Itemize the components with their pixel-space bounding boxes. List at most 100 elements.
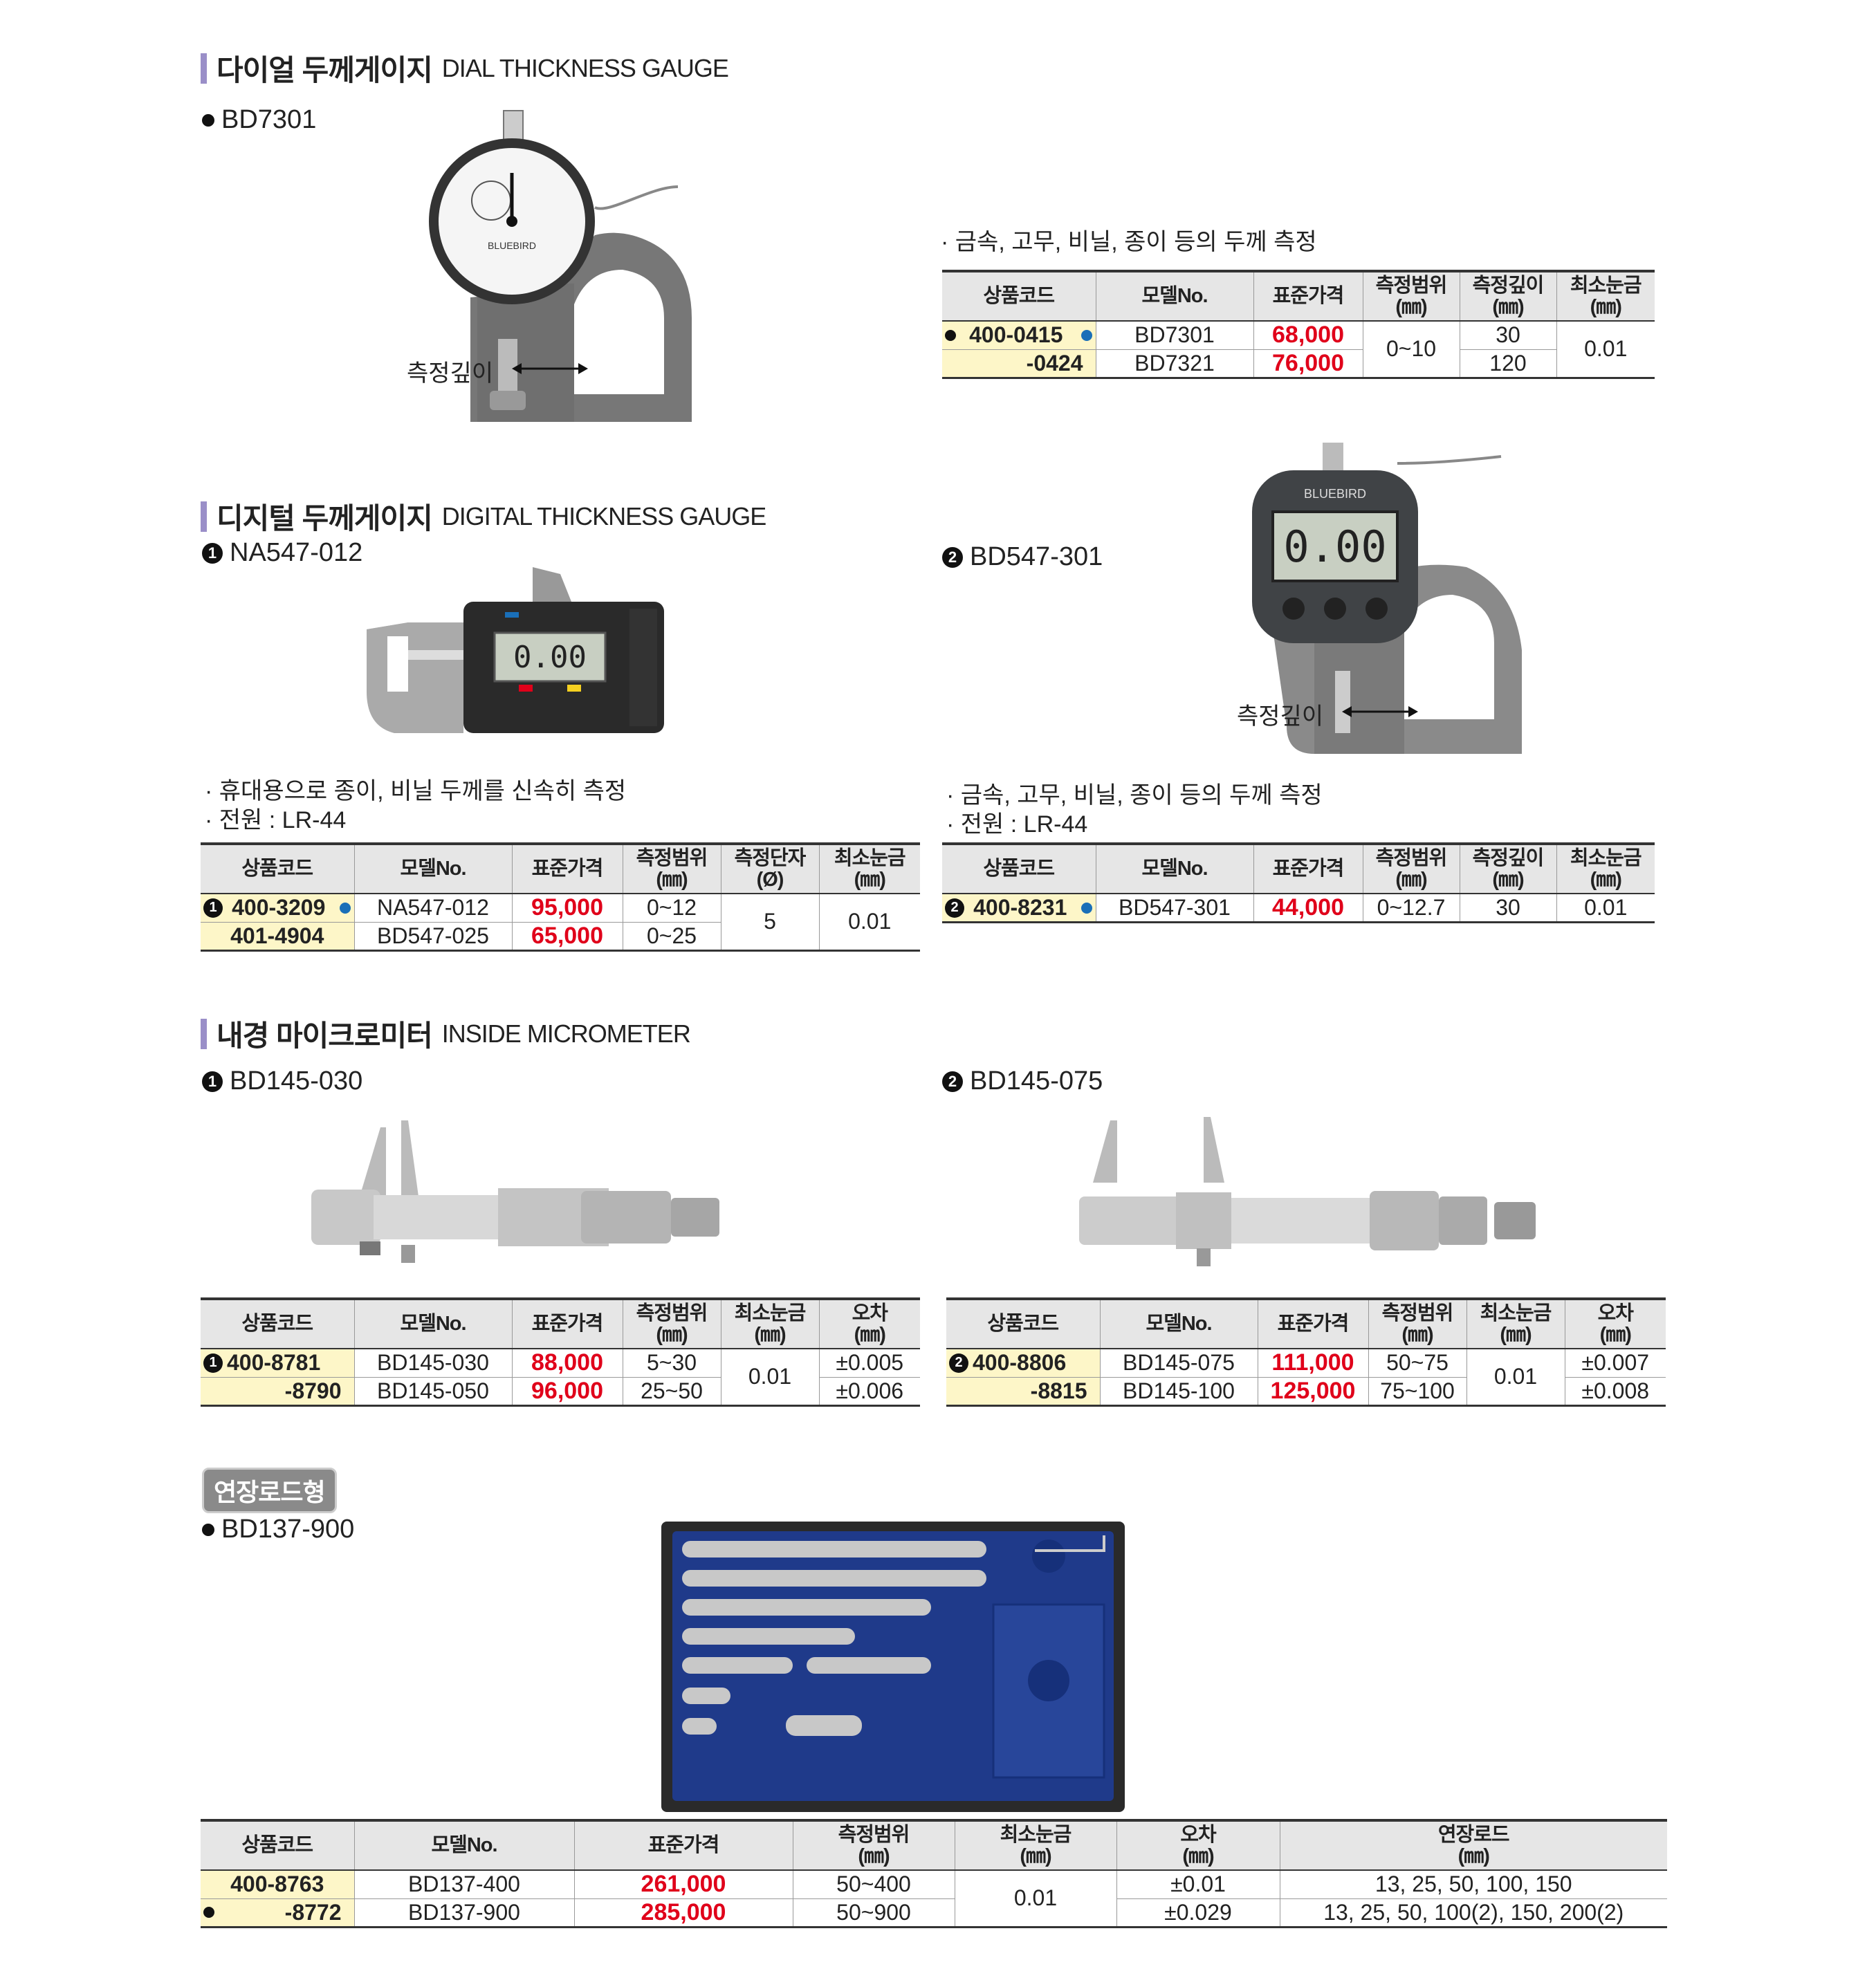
header-price: 표준가격 — [573, 1819, 793, 1871]
header-error: 오차 (㎜) — [1116, 1819, 1280, 1871]
callout-depth: 측정깊이 — [1237, 703, 1324, 730]
digital-bench-spec-table: 상품코드 모델No. 표준가격 측정범위 (㎜) 측정깊이 (㎜) 최소눈금 (… — [942, 842, 1655, 923]
range: 75~100 — [1368, 1377, 1466, 1407]
header-code: 상품코드 — [942, 270, 1096, 322]
product-code: 400-8763 — [201, 1870, 354, 1899]
number-badge: 1 — [203, 1353, 223, 1373]
model-name: BD7301 — [221, 105, 317, 134]
header-grad: 최소눈금 (㎜) — [1466, 1297, 1565, 1349]
bullet-dot — [202, 113, 214, 127]
header-grad: 최소눈금 (㎜) — [1556, 270, 1655, 322]
product-code: -8815 — [946, 1377, 1100, 1407]
header-model: 모델No. — [1099, 1297, 1258, 1349]
range: 0~10 — [1362, 321, 1460, 379]
range: 50~75 — [1368, 1349, 1466, 1378]
header-grad: 최소눈금 (㎜) — [954, 1819, 1116, 1871]
number-badge: 2 — [942, 546, 963, 568]
model-no: BD145-050 — [353, 1377, 512, 1407]
section-title-digital: 디지털 두께게이지 DIGITAL THICKNESS GAUGE — [201, 495, 766, 537]
callout-depth: 측정깊이 — [407, 360, 494, 387]
header-price: 표준가격 — [1253, 270, 1363, 322]
number-badge: 2 — [945, 898, 964, 918]
graduation: 0.01 — [1466, 1349, 1565, 1407]
header-price: 표준가격 — [511, 842, 623, 894]
table-row: -8772 BD137-900 285,000 50~900 ±0.029 13… — [201, 1898, 1667, 1928]
type-tag: 연장로드형 — [202, 1468, 337, 1513]
header-code: 상품코드 — [942, 842, 1096, 894]
error: ±0.029 — [1116, 1898, 1280, 1928]
section-accent-bar — [201, 53, 207, 84]
model-no: BD145-030 — [353, 1349, 512, 1378]
error: ±0.01 — [1116, 1870, 1280, 1899]
feature-text: · 전원 : LR-44 — [205, 807, 347, 833]
dial-spec-table: 상품코드 모델No. 표준가격 측정범위 (㎜) 측정깊이 (㎜) 최소눈금 (… — [942, 270, 1655, 379]
extension-spec-table: 상품코드 모델No. 표준가격 측정범위 (㎜) 최소눈금 (㎜) 오차 (㎜)… — [201, 1819, 1667, 1928]
section-title-ko: 디지털 두께게이지 — [217, 502, 433, 535]
model-name: BD145-075 — [970, 1066, 1103, 1096]
range: 0~25 — [622, 922, 721, 952]
graduation: 0.01 — [1556, 321, 1655, 379]
extension-rods: 13, 25, 50, 100, 150 — [1279, 1870, 1667, 1899]
bullet-dot — [203, 1907, 214, 1918]
price: 125,000 — [1257, 1377, 1368, 1407]
section-title-dial: 다이얼 두께게이지 DIAL THICKNESS GAUGE — [201, 47, 729, 89]
table-row: -8790 BD145-050 96,000 25~50 ±0.006 — [201, 1377, 920, 1407]
model-label: BD137-900 — [202, 1515, 354, 1544]
range: 0~12 — [622, 894, 721, 923]
product-code: -8790 — [201, 1377, 354, 1407]
header-code: 상품코드 — [201, 1297, 354, 1349]
model-label: 2 BD547-301 — [942, 542, 1103, 572]
section-title-inside: 내경 마이크로미터 INSIDE MICROMETER — [201, 1013, 691, 1055]
model-no: BD145-075 — [1099, 1349, 1258, 1378]
header-tip: 측정단자 (Ø) — [720, 842, 819, 894]
section-title-ko: 내경 마이크로미터 — [217, 1019, 433, 1052]
model-label: 1 BD145-030 — [202, 1066, 362, 1096]
header-grad: 최소눈금 (㎜) — [720, 1297, 819, 1349]
header-grad: 최소눈금 (㎜) — [1556, 842, 1655, 894]
inside-micrometer-075-image — [1079, 1117, 1536, 1266]
header-model: 모델No. — [353, 1819, 574, 1871]
range: 50~900 — [792, 1898, 955, 1928]
header-range: 측정범위 (㎜) — [1368, 1297, 1466, 1349]
table-row: 400-8763 BD137-400 261,000 50~400 0.01 ±… — [201, 1870, 1667, 1928]
price: 261,000 — [573, 1870, 793, 1899]
header-range: 측정범위 (㎜) — [622, 1297, 721, 1349]
header-range: 측정범위 (㎜) — [622, 842, 721, 894]
extension-rods: 13, 25, 50, 100(2), 150, 200(2) — [1279, 1898, 1667, 1928]
error: ±0.006 — [818, 1377, 920, 1407]
price: 96,000 — [511, 1377, 623, 1407]
feature-text: · 금속, 고무, 비닐, 종이 등의 두께 측정 — [941, 229, 1317, 255]
graduation: 0.01 — [720, 1349, 819, 1407]
product-code: -8772 — [201, 1898, 354, 1928]
section-accent-bar — [201, 1018, 207, 1049]
range: 0~12.7 — [1362, 894, 1460, 923]
table-row: -8815 BD145-100 125,000 75~100 ±0.008 — [946, 1377, 1666, 1407]
stock-dot — [1081, 329, 1093, 341]
bullet-dot — [202, 1523, 214, 1536]
double-arrow-icon — [512, 363, 588, 374]
svg-text:0.00: 0.00 — [1283, 521, 1386, 572]
model-name: BD547-301 — [970, 542, 1103, 571]
price: 65,000 — [511, 922, 623, 952]
product-code: 400-0415 — [942, 321, 1096, 350]
header-model: 모델No. — [353, 842, 512, 894]
header-range: 측정범위 (㎜) — [1362, 842, 1460, 894]
model-no: BD145-100 — [1099, 1377, 1258, 1407]
model-no: BD137-900 — [353, 1898, 574, 1928]
model-label: 2 BD145-075 — [942, 1066, 1103, 1096]
model-label: BD7301 — [202, 105, 316, 135]
header-model: 모델No. — [1095, 842, 1253, 894]
error: ±0.005 — [818, 1349, 920, 1378]
svg-text:BLUEBIRD: BLUEBIRD — [1304, 487, 1366, 501]
feature-text: · 금속, 고무, 비닐, 종이 등의 두께 측정 — [946, 782, 1323, 808]
inside-030-spec-table: 상품코드 모델No. 표준가격 측정범위 (㎜) 최소눈금 (㎜) 오차 (㎜)… — [201, 1297, 920, 1407]
number-badge: 1 — [202, 542, 223, 564]
model-label: 1 NA547-012 — [202, 538, 362, 568]
